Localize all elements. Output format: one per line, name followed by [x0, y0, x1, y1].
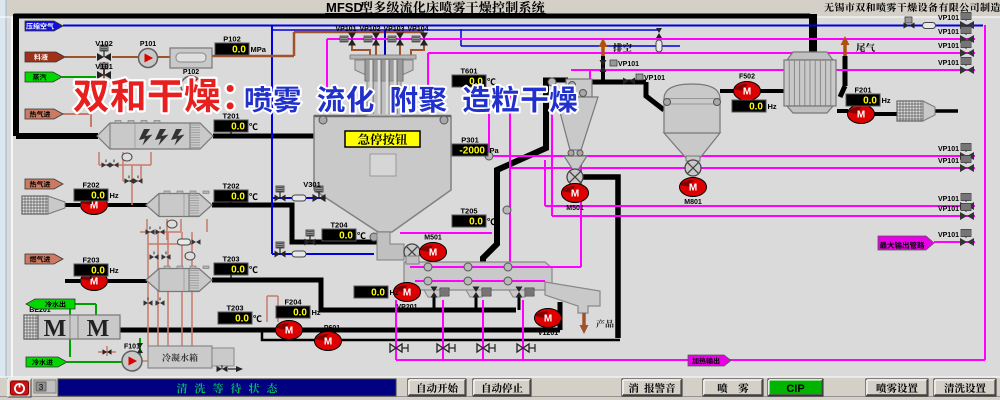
svg-text:0.0: 0.0 — [231, 122, 245, 133]
svg-text:VP101: VP101 — [938, 146, 959, 153]
svg-text:0.0: 0.0 — [91, 266, 105, 277]
svg-text:M801: M801 — [684, 199, 702, 206]
svg-text:F101: F101 — [124, 344, 140, 351]
svg-text:Hz: Hz — [882, 96, 891, 105]
svg-text:Hz: Hz — [768, 102, 777, 111]
svg-text:MPa: MPa — [251, 45, 267, 54]
svg-text:Hz: Hz — [390, 288, 399, 297]
svg-text:T601: T601 — [460, 67, 477, 76]
svg-text:VP101: VP101 — [618, 61, 639, 68]
svg-text:VP101: VP101 — [938, 206, 959, 213]
svg-text:0.0: 0.0 — [232, 45, 246, 56]
svg-text:T205: T205 — [460, 207, 477, 216]
svg-text:P601: P601 — [324, 325, 340, 332]
svg-text:F502: F502 — [739, 74, 755, 81]
svg-text:M: M — [403, 288, 411, 299]
svg-text:T202: T202 — [222, 182, 239, 191]
svg-text:Pa: Pa — [490, 146, 500, 155]
svg-text:M: M — [324, 337, 332, 348]
svg-text:Hz: Hz — [312, 308, 321, 317]
svg-text:CIP: CIP — [786, 383, 804, 395]
svg-text:0.0: 0.0 — [293, 308, 307, 319]
svg-text:0.0: 0.0 — [863, 96, 877, 107]
svg-text:0.0: 0.0 — [469, 77, 483, 88]
svg-text:VP102: VP102 — [359, 26, 380, 33]
svg-text:M: M — [90, 201, 98, 212]
svg-text:VP201: VP201 — [396, 304, 417, 311]
svg-text:T203: T203 — [226, 304, 243, 313]
svg-text:-2000: -2000 — [459, 146, 485, 157]
svg-text:F201: F201 — [854, 86, 871, 95]
svg-text:VP101: VP101 — [938, 29, 959, 36]
svg-text:M: M — [544, 314, 552, 325]
svg-text:0.0: 0.0 — [469, 217, 483, 228]
svg-text:VP101: VP101 — [938, 43, 959, 50]
svg-text:VP101: VP101 — [938, 232, 959, 239]
svg-text:VP101: VP101 — [938, 196, 959, 203]
svg-text:0.0: 0.0 — [371, 288, 385, 299]
svg-text:Hz: Hz — [110, 191, 119, 200]
svg-text:P101: P101 — [140, 41, 156, 48]
svg-text:T201: T201 — [222, 112, 239, 121]
svg-text:VP101: VP101 — [644, 75, 665, 82]
svg-text:V101: V101 — [95, 62, 113, 71]
svg-text:M: M — [285, 326, 293, 337]
svg-text:F204: F204 — [284, 298, 302, 307]
svg-text:M: M — [571, 189, 579, 200]
svg-text:M: M — [44, 316, 67, 342]
svg-text:0.0: 0.0 — [231, 265, 245, 276]
svg-text:M: M — [743, 87, 751, 98]
svg-text:VP101: VP101 — [938, 15, 959, 22]
svg-text:VP101: VP101 — [938, 60, 959, 67]
svg-text:F202: F202 — [82, 181, 99, 190]
svg-text:VP103: VP103 — [383, 26, 404, 33]
svg-text:BE201: BE201 — [29, 307, 51, 314]
svg-text:M: M — [90, 277, 98, 288]
svg-text:0.0: 0.0 — [91, 191, 105, 202]
svg-text:0.0: 0.0 — [235, 314, 249, 325]
svg-text:P102: P102 — [223, 35, 241, 44]
svg-text:M: M — [87, 316, 110, 342]
svg-text:M501: M501 — [566, 205, 584, 212]
svg-text:T203: T203 — [222, 255, 239, 264]
svg-text:M: M — [689, 183, 697, 194]
svg-text:0.0: 0.0 — [339, 231, 353, 242]
svg-text:V102: V102 — [95, 39, 113, 48]
svg-text:Hz: Hz — [110, 266, 119, 275]
svg-text:T204: T204 — [330, 221, 348, 230]
svg-text:M: M — [857, 110, 865, 121]
svg-text:0.0: 0.0 — [749, 102, 763, 113]
svg-text:P301: P301 — [461, 136, 479, 145]
svg-text:3: 3 — [39, 383, 44, 392]
svg-text:M: M — [429, 248, 437, 259]
svg-text:VP104: VP104 — [407, 26, 428, 33]
svg-text:0.0: 0.0 — [231, 192, 245, 203]
svg-text:V301: V301 — [303, 180, 321, 189]
svg-text:P102: P102 — [183, 69, 199, 76]
svg-text:VP101: VP101 — [938, 158, 959, 165]
svg-text:MFSD: MFSD — [326, 0, 363, 15]
svg-text:F203: F203 — [82, 256, 99, 265]
svg-text:M501: M501 — [424, 235, 442, 242]
svg-text:V1201: V1201 — [538, 330, 558, 337]
svg-text:VP101: VP101 — [335, 26, 356, 33]
